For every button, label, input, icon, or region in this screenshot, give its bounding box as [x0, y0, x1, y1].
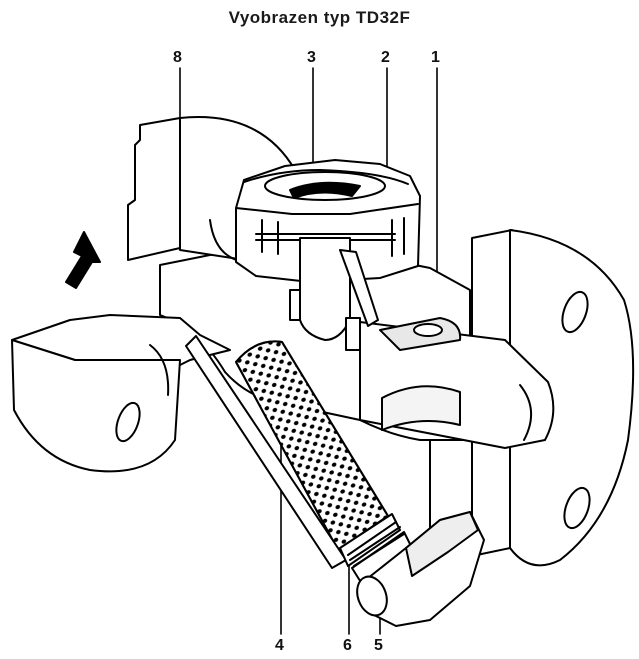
strainer-cap [339, 511, 485, 627]
callout-5: 5 [374, 637, 383, 654]
callout-3: 3 [307, 49, 316, 66]
strainer-screen [235, 340, 389, 551]
callout-1: 1 [431, 49, 440, 66]
callout-2: 2 [381, 49, 390, 66]
callout-8: 8 [173, 49, 182, 66]
callout-4: 4 [275, 637, 284, 654]
figure-title: Vyobrazen typ TD32F [228, 8, 411, 27]
flow-arrow-icon [65, 231, 101, 289]
disc-and-seat [289, 237, 379, 351]
trap-body [159, 244, 555, 449]
callout-6: 6 [343, 637, 352, 654]
inlet-flange-lower [11, 314, 231, 473]
